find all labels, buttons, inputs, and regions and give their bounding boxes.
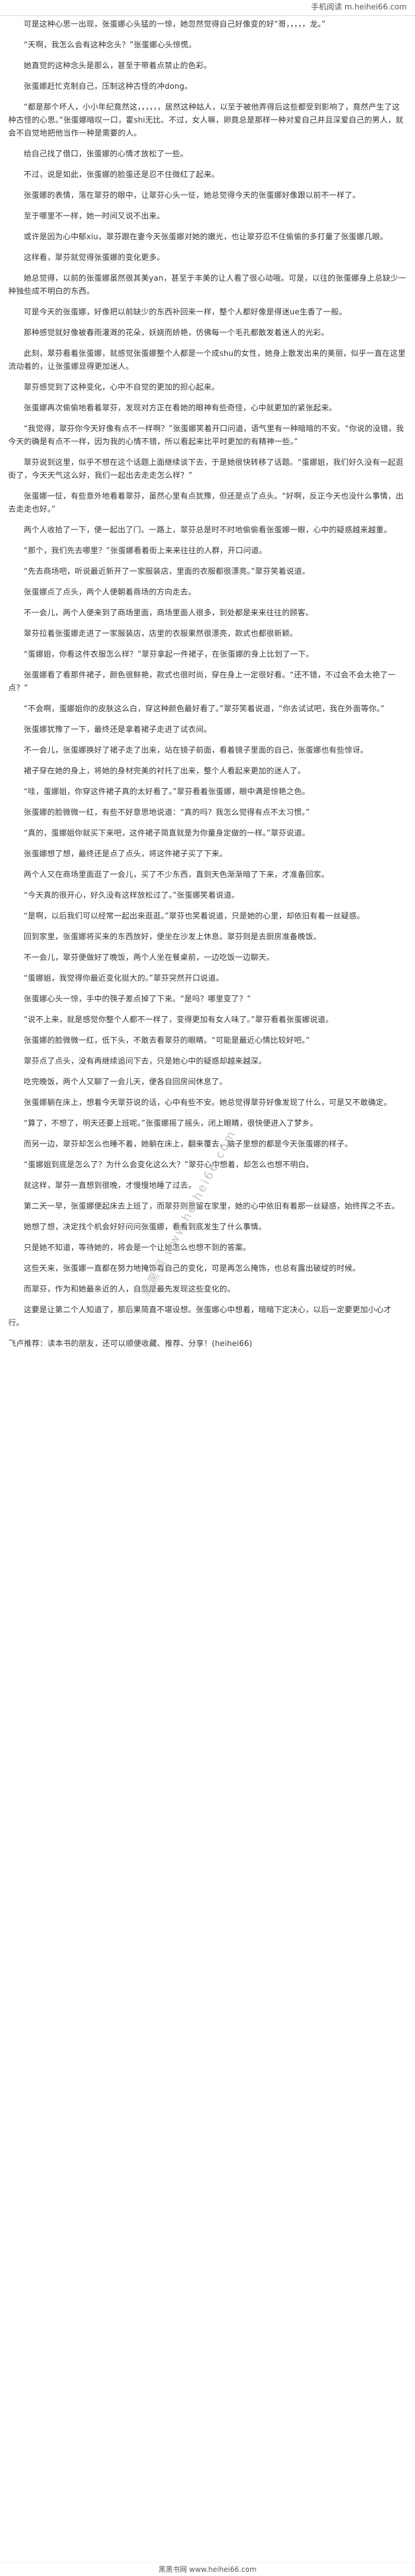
article-paragraph: 张蛋娜点了点头，两个人便朝着商场的方向走去。 [24,588,196,597]
article-paragraph: 或许是因为心中郁xiu，翠芬跟在妻今天张蛋娜对她的嫩光，也让翠芬忍不住偷偷的多打… [24,233,388,242]
article-paragraph: 第二天一早，张蛋娜便起床去上班了，而翠芬则是留在家里，她的心中依旧有着那一丝疑惑… [24,1202,400,1211]
article-paragraph: 张蛋娜再次偷偷地看着翠芬，发现对方正在看她的眼神有些奇怪，心中就更加的紧张起来。 [24,404,337,413]
article-paragraph: “算了，不想了，明天还要上班呢。”张蛋娜摇了摇头，闭上眼睛，很快便进入了梦乡。 [24,1119,318,1128]
article-paragraph: 飞卢推荐：读本书的朋友，还可以顺便收藏、推荐、分享！(heihei66) [8,1340,253,1348]
bottom-bar: 黑黑书网 www.heihei66.com [0,2562,415,2576]
article-paragraph: “蛋娜姐，我觉得你最近变化挺大的。”翠芬突然开口说道。 [24,974,224,983]
article-paragraph: 张蛋娜的脸微微一红，低下头，不敢去看翠芬的眼睛。“可能是最近心情比较好吧。” [24,1036,310,1045]
article-paragraph: 翠芬说到这里，似乎不想在这个话题上面继续谈下去，于是她很快转移了话题。“蛋娜姐，… [8,458,404,480]
article-paragraph: 这要是让第二个人知道了，那后果简直不堪设想。张蛋娜心中想着，暗暗下定决心，以后一… [8,1306,392,1328]
article-paragraph: 而另一边，翠芬却怎么也睡不着，她躺在床上，翻来覆去，脑子里想的都是今天张蛋娜的样… [24,1140,353,1149]
article-paragraph: 张蛋娜心头一惊，手中的筷子差点掉了下来。“是吗？哪里变了？” [24,995,251,1004]
article-paragraph: 而翠芬，作为和她最亲近的人，自然是最先发现这些变化的。 [24,1285,235,1294]
article-paragraph: 不过，说是如此，张蛋娜的脸蛋还是忍不住微红了起来。 [24,171,220,179]
article-paragraph: 张蛋娜的脸微微一红，有些不好意思地说道：“真的吗？我怎么觉得有点不太习惯。” [24,808,310,817]
article-paragraph: “说不上来，就是感觉你整个人都不一样了，变得更加有女人味了。”翠芬看着张蛋娜说道… [24,1016,334,1024]
article-paragraph: 吃完晚饭，两个人又聊了一会儿天，便各自回房间休息了。 [24,1078,228,1087]
article-paragraph: “蛋娜姐到底是怎么了？为什么会变化这么大？”翠芬心中想着，却怎么也想不明白。 [24,1161,314,1170]
article-paragraph: 可是今天的张蛋娜，好像把以前缺少的东西补回来一样，整个人都好像是得迷ue生香了一… [24,308,347,317]
article-paragraph: 翠芬感觉到了这种变化，心中不自觉的更加的担心起来。 [24,383,220,392]
article-paragraph: 张蛋娜犹豫了一下，最终还是拿着裙子走进了试衣间。 [24,725,212,734]
article-paragraph: 不一会儿，两个人便来到了商场里面，商场里面人很多，到处都是来来往往的顾客。 [24,609,314,618]
article-paragraph: “那个，我们先去哪里？”张蛋娜看着街上来来往往的人群，开口问道。 [24,547,267,555]
article-paragraph: 至于哪里不一样，她一时间又说不出来。 [24,212,165,221]
article-paragraph: 不一会儿，张蛋娜换好了裙子走了出来，站在镜子前面，看着镜子里面的自己，张蛋娜也有… [24,746,368,755]
article-paragraph: 这些天来，张蛋娜一直都在努力地掩饰着自己的变化，可是再怎么掩饰，也总有露出破绽的… [24,1264,360,1273]
article-paragraph: 张蛋娜赶忙克制自己，压制这种古怪的冲dong。 [24,82,193,91]
article-paragraph: “蛋娜姐，你看这件衣服怎么样？”翠芬拿起一件裙子，在张蛋娜的身上比划了一下。 [24,650,314,659]
article-paragraph: 回到家里，张蛋娜将买来的东西放好，便坐在沙发上休息。翠芬则是去厨房准备晚饭。 [24,933,321,942]
article-paragraph: 张蛋娜躺在床上，想着今天翠芬说的话，心中有些不安。她总觉得翠芬好像发现了什么，可… [24,1099,392,1107]
article-paragraph: “都是那个坏人，小小年纪竟然这，，，，，，居然这种姑人，以至于被他弄得后这些都受… [8,103,404,138]
article-paragraph: “今天真的很开心，好久没有这样放松过了。”张蛋娜笑着说道。 [24,891,240,900]
article-paragraph: 翠芬拉着张蛋娜走进了一家服装店，店里的衣服果然很漂亮，款式也都很新颖。 [24,629,298,638]
article-paragraph: 张蛋娜一怔，有些意外地看着翠芬，虽然心里有点犹豫，但还是点了点头。“好啊，反正今… [8,492,404,514]
article-paragraph: 她总觉得，以前的张蛋娜虽然很其美yan，甚至于丰美的让人看了很心动哦。可是，以往… [8,274,406,296]
article-paragraph: 张蛋娜的表情，落在翠芬的眼中，让翠芬心头一怔，她总觉得今天的张蛋娜好像跟以前不一… [24,191,360,200]
article-paragraph: “我觉得，翠芬你今天好像有点不一样啊？”张蛋娜笑着开口问道，语气里有一种暗暗的不… [8,425,404,447]
article-paragraph: “哇，蛋娜姐，你穿这件裙子真的太好看了。”翠芬看着张蛋娜，眼中满是惊艳之色。 [24,788,310,796]
article-paragraph: 两个人又在商场里面逛了一会儿，买了不少东西，直到天色渐渐暗了下来，才准备回家。 [24,871,329,879]
article-paragraph: 张蛋娜看了看那件裙子，颜色很鲜艳，款式也很时尚，穿在身上一定很好看。“还不错，不… [8,671,396,693]
article-paragraph: 只是她不知道，等待她的，将会是一个让她怎么也想不到的答案。 [24,1244,251,1252]
article-paragraph: 给自己找了借口，张蛋娜的心情才放松了一些。 [24,150,189,159]
article-paragraph: 张蛋娜想了想，最终还是点了点头，将这件裙子买了下来。 [24,850,228,859]
article-paragraph: 这样看，翠芬就觉得张蛋娜的变化更多。 [24,253,165,262]
article-paragraph: 那种感觉就好像被春雨灌溉的花朵，妖娆而娇艳，仿佛每一个毛孔都散发着迷人的光彩。 [24,329,329,338]
top-bar: 手机阅读 m.heihei66.com [0,0,415,16]
article-paragraph: 不一会儿，翠芬便做好了晚饭，两个人坐在餐桌前，一边吃饭一边聊天。 [24,953,274,962]
article-body: 可是这种心思一出现，张蛋娜心头猛的一惊，她忽然觉得自己好像变的好“哥，，，，，龙… [0,16,415,1351]
article-paragraph: 翠芬点了点头，没有再继续追问下去，只是她心中的疑惑却越来越深。 [24,1057,267,1066]
article-paragraph: 她想了想，决定找个机会好好问问张蛋娜，看看到底发生了什么事情。 [24,1223,267,1232]
article-paragraph: 两个人收拾了一下，便一起出了门。一路上，翠芬总是时不时地偷偷看张蛋娜一眼，心中的… [24,526,392,535]
article-paragraph: “是啊，以后我们可以经常一起出来逛逛。”翠芬也笑着说道，只是她的心里，却依旧有着… [24,912,365,921]
article-paragraph: 裙子穿在她的身上，将她的身材完美的衬托了出来，整个人看起来更加的迷人了。 [24,767,306,776]
article-paragraph: “先去商场吧，听说最近新开了一家服装店，里面的衣服都很漂亮。”翠芬笑着说道。 [24,567,310,576]
article-paragraph: “真的，蛋娜姐你就买下来吧，这件裙子简直就是为你量身定做的一样。”翠芬说道。 [24,829,310,838]
article-paragraph: “天啊，我怎么会有这种念头？”张蛋娜心头惊慌。 [24,41,197,50]
article-paragraph: 可是这种心思一出现，张蛋娜心头猛的一惊，她忽然觉得自己好像变的好“哥，，，，，龙… [24,20,326,29]
article-paragraph: 就这样，翠芬一直想到很晚，才慢慢地睡了过去。 [24,1181,196,1190]
article-paragraph: 她直觉的这种念头是那么，甚至于带着点禁止的色彩。 [24,62,212,70]
site-footer-link[interactable]: 黑黑书网 www.heihei66.com [158,2565,257,2574]
article-paragraph: “不会啊，蛋娜姐你的皮肤这么白，穿这种颜色最好看了。”翠芬笑着说道，“你去试试吧… [24,705,385,714]
article-paragraph: 此刻，翠芬看着张蛋娜，就感觉张蛋娜整个人都是一个成shu的女性，她身上散发出来的… [8,349,406,371]
site-header-link[interactable]: 手机阅读 m.heihei66.com [311,3,407,12]
